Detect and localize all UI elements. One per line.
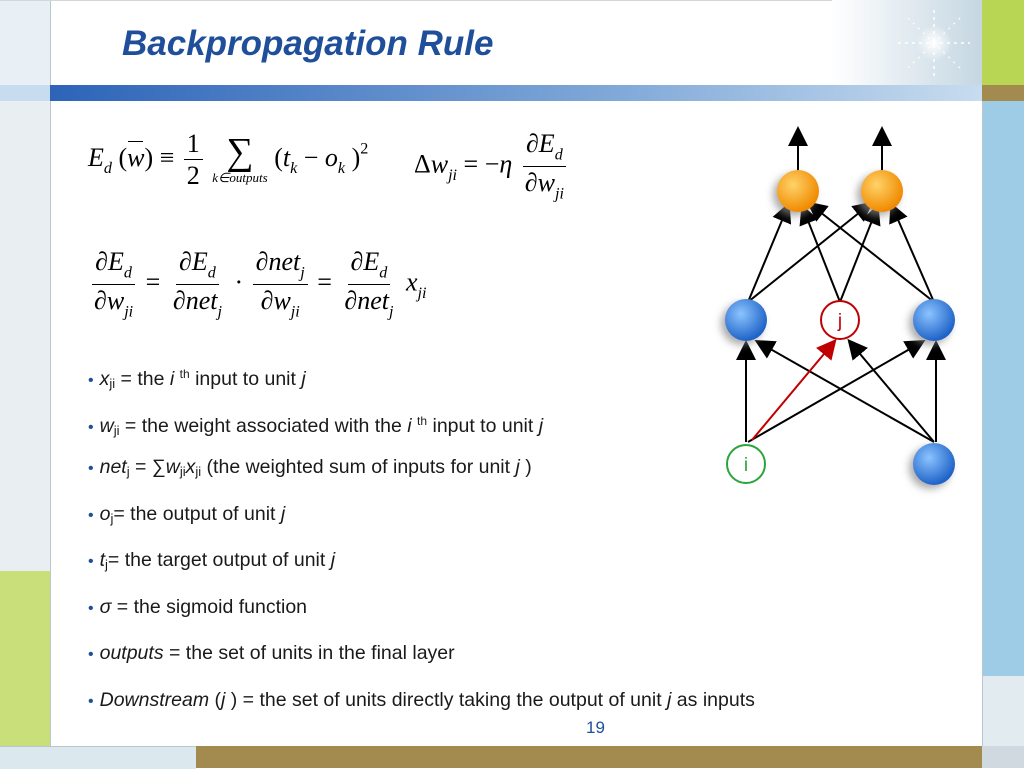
hidden-node-label: j	[837, 311, 842, 332]
hidden-node-j	[820, 300, 860, 340]
list-item: •netj = ∑wjixji (the weighted sum of inp…	[88, 456, 532, 479]
list-item: •σ = the sigmoid function	[88, 595, 308, 618]
frame-header-strip	[0, 0, 1024, 1]
output-node-2	[861, 170, 903, 212]
frame-right-column-light	[982, 676, 1024, 746]
hidden-output-connections	[747, 201, 935, 303]
frame-left-bar-cap	[0, 85, 50, 101]
list-item: •tj= the target output of unit j	[88, 549, 336, 572]
frame-top-left-block	[0, 0, 51, 86]
list-item: •oj= the output of unit j	[88, 502, 286, 526]
frame-top-right-green	[982, 0, 1024, 85]
hidden-node-3	[913, 299, 955, 341]
frame-bottom-bar-right	[982, 746, 1024, 768]
highlighted-weight-arrow	[751, 338, 837, 441]
chain-rule-equation: ∂Ed∂wji = ∂Ed∂netj · ∂netj∂wji = ∂Ed∂net…	[92, 247, 427, 321]
definitions-list: •xji = the i th input to unit j •wji = t…	[88, 360, 948, 732]
sparkle-icon	[898, 10, 970, 76]
list-item: •Downstream (j ) = the set of units dire…	[88, 688, 755, 711]
input-node-2	[913, 443, 955, 485]
frame-gold-bar	[982, 85, 1024, 101]
input-hidden-connections	[736, 338, 946, 443]
weight-update-equation: Δwji = −η ∂Ed∂wji	[414, 129, 566, 203]
input-node-i	[726, 444, 766, 484]
frame-right-column-blue	[982, 101, 1024, 676]
frame-bottom-bar-gold	[196, 746, 982, 768]
frame-bottom-bar-light	[0, 746, 196, 769]
page-number: 19	[586, 718, 605, 737]
network-diagram: j i	[725, 126, 955, 485]
slide-title: Backpropagation Rule	[122, 24, 494, 63]
list-item: •xji = the i th input to unit j	[88, 367, 306, 391]
hidden-node-1	[725, 299, 767, 341]
frame-left-column-green	[0, 571, 51, 746]
list-item: •wji = the weight associated with the i …	[88, 413, 544, 438]
frame-left-column-top	[0, 101, 51, 571]
input-node-label: i	[744, 455, 748, 476]
list-item: •outputs = the set of units in the final…	[88, 642, 455, 664]
frame-blue-bar	[50, 85, 982, 101]
output-node-1	[777, 170, 819, 212]
